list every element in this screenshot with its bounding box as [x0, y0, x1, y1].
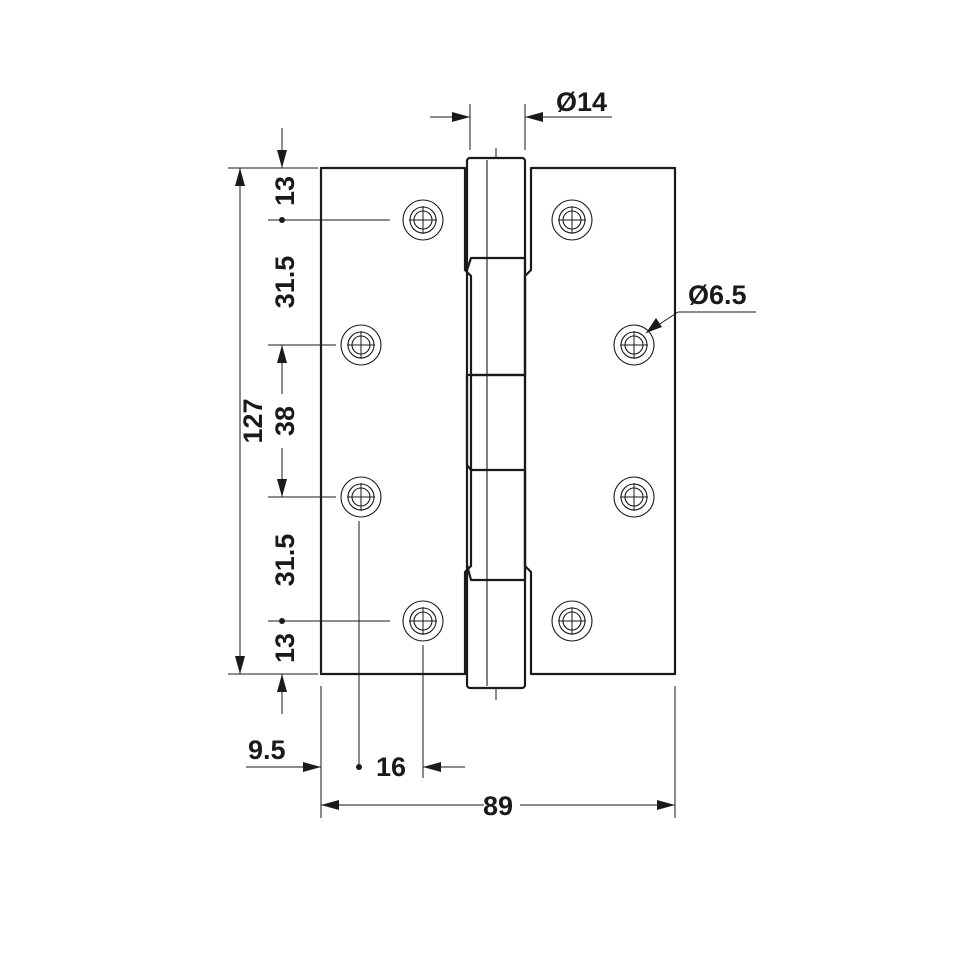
- left-leaf-outline: [319, 166, 473, 676]
- dimension-overall-height: 127: [235, 168, 268, 674]
- screw-hole: [402, 600, 444, 642]
- screw-hole: [551, 199, 593, 241]
- top-hole-spacing-label: 31.5: [270, 256, 300, 309]
- bottom-edge-to-hole-label: 13: [270, 633, 300, 663]
- overall-width-label: 89: [483, 791, 513, 821]
- screw-hole: [340, 324, 382, 366]
- dimension-horizontal-offsets: 9.5 16: [246, 735, 465, 782]
- extension-lines: [228, 104, 756, 818]
- pin-diameter-label: Ø14: [556, 87, 607, 117]
- top-edge-to-hole-label: 13: [270, 176, 300, 206]
- screw-hole: [551, 600, 593, 642]
- hinge-leaves: [319, 166, 677, 676]
- edge-to-hole-x-label: 9.5: [248, 735, 286, 765]
- dimension-vertical-chain: 13 31.5 38 31.5 13: [270, 128, 300, 714]
- screw-hole: [402, 199, 444, 241]
- screw-hole: [613, 476, 655, 518]
- screw-holes: [340, 199, 655, 642]
- knuckle-segment-1: [465, 256, 527, 377]
- dimension-pin-diameter: Ø14: [430, 87, 612, 122]
- screw-hole: [613, 324, 655, 366]
- knuckle-segment-3: [465, 470, 527, 582]
- hole-offset-x-label: 16: [376, 752, 406, 782]
- dimension-hole-diameter: Ø6.5: [645, 280, 747, 334]
- dimension-overall-width: 89: [321, 791, 675, 821]
- knuckle-segment-2: [465, 373, 525, 472]
- bottom-hole-spacing-label: 31.5: [270, 534, 300, 587]
- middle-hole-spacing-label: 38: [270, 406, 300, 436]
- hole-diameter-label: Ø6.5: [688, 280, 747, 310]
- right-leaf-outline: [523, 166, 677, 676]
- overall-height-label: 127: [238, 398, 268, 443]
- hinge-knuckle: [465, 148, 527, 700]
- knuckle-body: [465, 156, 527, 690]
- screw-hole: [340, 476, 382, 518]
